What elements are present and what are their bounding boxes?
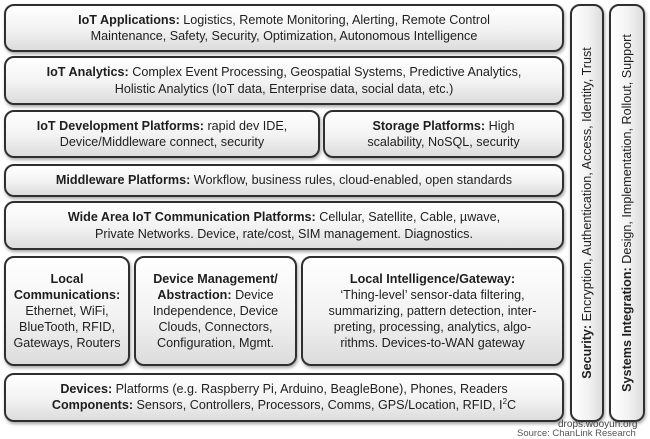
layer-text: Sensors, Controllers, Processors, Comms,…: [133, 398, 503, 413]
watermark: drops.wooyun.org: [558, 419, 638, 430]
layer-title-text: Device Management/: [153, 271, 278, 286]
layer-title: Local: [51, 271, 84, 287]
vertical-label: Security: Encryption, Authentication, Ac…: [580, 47, 594, 379]
layer-text: Logistics, Remote Monitoring, Alerting, …: [179, 12, 490, 27]
layer-title: Components:: [51, 398, 134, 413]
layer-line: Wide Area IoT Communication Platforms: C…: [68, 209, 500, 225]
layer-iot-analytics: IoT Analytics: Complex Event Processing,…: [4, 56, 564, 105]
layer-line: Middleware Platforms: Workflow, business…: [56, 172, 512, 188]
layer-text: Cellular, Satellite, Cable, µwave,: [315, 210, 501, 225]
layer-title-text: Local Intelligence/Gateway:: [349, 271, 516, 286]
layer-line: IoT Applications: Logistics, Remote Moni…: [78, 12, 490, 28]
layer-title: Device Management/: [153, 271, 278, 287]
vertical-title: Security:: [580, 324, 594, 379]
layer-title: IoT Applications:: [78, 12, 180, 27]
layer-text: Ethernet, WiFi,: [25, 303, 109, 318]
layer-text: Gateways, Routers: [13, 336, 121, 351]
layer-title: IoT Development Platforms:: [36, 118, 204, 133]
layer-text: Configuration, Mgmt.: [157, 336, 274, 351]
layer-text: Holistic Analytics (IoT data, Enterprise…: [114, 81, 454, 96]
vertical-text: Encryption, Authentication, Access, Iden…: [580, 47, 594, 325]
layer-title: Devices:: [60, 382, 113, 397]
source-caption: Source: ChanLink Research: [517, 428, 636, 439]
layer-text: Device/Middleware connect, security: [59, 135, 265, 149]
layer-text: Private Networks. Device, rate/cost, SIM…: [95, 226, 473, 241]
layer-device-management: Device Management/ Abstraction: Device I…: [134, 256, 297, 366]
layer-text: Workflow, business rules, cloud-enabled,…: [190, 173, 513, 188]
layer-text: preting, processing, analytics, algo-: [333, 320, 532, 335]
layer-line: Abstraction: Device: [157, 287, 273, 303]
layer-storage-platforms: Storage Platforms: High scalability, NoS…: [323, 110, 564, 158]
vertical-title: Systems Integration:: [620, 267, 634, 392]
layer-text: Complex Event Processing, Geospatial Sys…: [128, 65, 522, 80]
layer-text: BlueTooth, RFID,: [19, 320, 115, 335]
layer-devices-components: Devices: Platforms (e.g. Raspberry Pi, A…: [4, 373, 564, 422]
layer-title-text: Abstraction:: [157, 287, 232, 302]
layer-title: Local Intelligence/Gateway:: [350, 271, 515, 287]
layer-text: Clouds, Connectors,: [158, 320, 273, 335]
layer-line: IoT Development Platforms: rapid dev IDE…: [37, 118, 288, 134]
layer-text: High: [485, 118, 515, 133]
layer-text: Independence, Device: [152, 303, 279, 318]
layer-local-communications: Local Communications: Ethernet, WiFi, Bl…: [4, 256, 130, 366]
layer-text: C: [507, 398, 517, 413]
layer-text: summarizing, pattern detection, inter-: [328, 303, 537, 318]
layer-title: Wide Area IoT Communication Platforms:: [67, 210, 316, 225]
layer-text: ‘Thing-level’ sensor-data filtering,: [340, 287, 525, 302]
layer-title-text: Local: [50, 271, 84, 286]
vertical-security: Security: Encryption, Authentication, Ac…: [570, 4, 604, 422]
layer-text: Maintenance, Safety, Security, Optimizat…: [90, 29, 478, 43]
layer-wide-area-communication: Wide Area IoT Communication Platforms: C…: [4, 201, 564, 250]
layer-line: IoT Analytics: Complex Event Processing,…: [47, 64, 522, 80]
layer-line: Components: Sensors, Controllers, Proces…: [52, 397, 516, 413]
vertical-label: Systems Integration: Design, Implementat…: [620, 34, 634, 392]
layer-line: Storage Platforms: High: [372, 118, 514, 134]
layer-title: IoT Analytics:: [46, 65, 129, 80]
layer-text: Device: [231, 287, 274, 302]
layer-middleware-platforms: Middleware Platforms: Workflow, business…: [4, 164, 564, 197]
superscript: 2: [502, 397, 508, 407]
layer-iot-development-platforms: IoT Development Platforms: rapid dev IDE…: [4, 110, 320, 158]
layer-title-text: Communications:: [13, 287, 121, 302]
layer-text: rapid dev IDE,: [203, 118, 288, 133]
vertical-systems-integration: Systems Integration: Design, Implementat…: [609, 4, 645, 422]
layer-title: Communications:: [14, 287, 120, 303]
vertical-text: Design, Implementation, Rollout, Support: [620, 34, 634, 268]
layer-title: Storage Platforms:: [372, 118, 486, 133]
layer-text: rithms. Devices-to-WAN gateway: [340, 336, 525, 351]
layer-text: scalability, NoSQL, security: [367, 135, 520, 149]
layer-text: Platforms (e.g. Raspberry Pi, Arduino, B…: [112, 382, 508, 397]
layer-local-intelligence-gateway: Local Intelligence/Gateway: ‘Thing-level…: [301, 256, 564, 366]
layer-title: Middleware Platforms:: [55, 173, 191, 188]
layer-line: Devices: Platforms (e.g. Raspberry Pi, A…: [60, 381, 507, 397]
layer-iot-applications: IoT Applications: Logistics, Remote Moni…: [4, 4, 564, 52]
